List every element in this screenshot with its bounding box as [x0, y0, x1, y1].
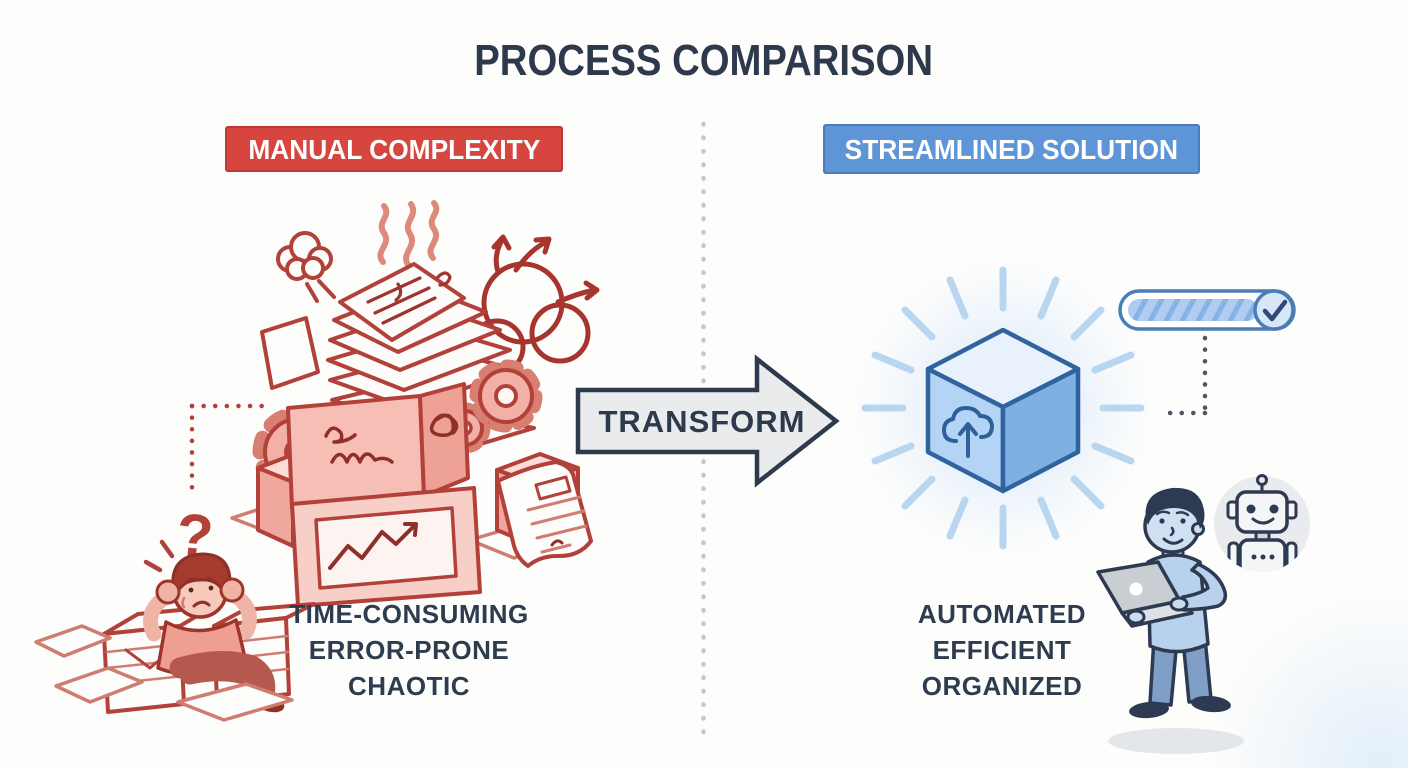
descriptor-efficient: EFFICIENT: [932, 635, 1072, 665]
descriptor-chaotic: CHAOTIC: [348, 671, 470, 701]
hair: [1145, 487, 1205, 529]
paper-scribbles: [366, 271, 452, 325]
descriptor-organized: ORGANIZED: [921, 671, 1083, 701]
smiling-face: [1155, 510, 1190, 545]
transform-arrow-label: TRANSFORM: [598, 404, 805, 439]
person-with-laptop: [1096, 487, 1244, 754]
corner-glow: [1210, 592, 1408, 768]
frustration-puff-icon: [276, 231, 336, 303]
manual-banner-label: MANUAL COMPLEXITY: [248, 134, 540, 165]
worried-face: [181, 577, 218, 609]
glow-rays-icon: [861, 266, 1145, 550]
cloud-upload-icon: [942, 406, 994, 458]
page-title: PROCESS COMPARISON: [474, 36, 934, 85]
person-shadow: [1108, 728, 1244, 754]
transform-arrow: TRANSFORM: [575, 354, 840, 488]
chart-box: [290, 486, 482, 608]
cloud-cube: [925, 327, 1081, 494]
loose-paper: [260, 316, 320, 390]
scattered-papers: [34, 624, 294, 722]
cursive-scribbles: [324, 413, 459, 464]
scribbled-box: [286, 382, 470, 510]
dotted-connector-left: [189, 403, 271, 495]
streamlined-solution-illustration: [853, 258, 1310, 754]
manual-complexity-banner: MANUAL COMPLEXITY: [225, 126, 563, 172]
manual-chaos-illustration: ?: [34, 200, 600, 722]
flowing-document-icon: [496, 460, 593, 568]
streamlined-descriptors: AUTOMATED EFFICIENT ORGANIZED: [842, 596, 1162, 704]
descriptor-automated: AUTOMATED: [917, 599, 1087, 629]
dotted-connector-right: [1161, 335, 1208, 416]
streamlined-solution-banner: STREAMLINED SOLUTION: [823, 124, 1200, 174]
stressed-person: [143, 552, 285, 713]
robot-avatar: [1214, 474, 1310, 572]
gear-icon-right: [469, 359, 543, 433]
descriptor-time-consuming: TIME-CONSUMING: [289, 599, 529, 629]
progress-bar: [1118, 289, 1296, 331]
descriptor-error-prone: ERROR-PRONE: [308, 635, 510, 665]
streamlined-banner-label: STREAMLINED SOLUTION: [844, 134, 1179, 165]
steam-lines-icon: [377, 200, 440, 269]
check-circle-icon: [1253, 289, 1295, 331]
tangled-arrows-icon: [467, 234, 600, 388]
manual-descriptors: TIME-CONSUMING ERROR-PRONE CHAOTIC: [249, 596, 569, 704]
zigzag-chart-icon: [328, 522, 418, 570]
